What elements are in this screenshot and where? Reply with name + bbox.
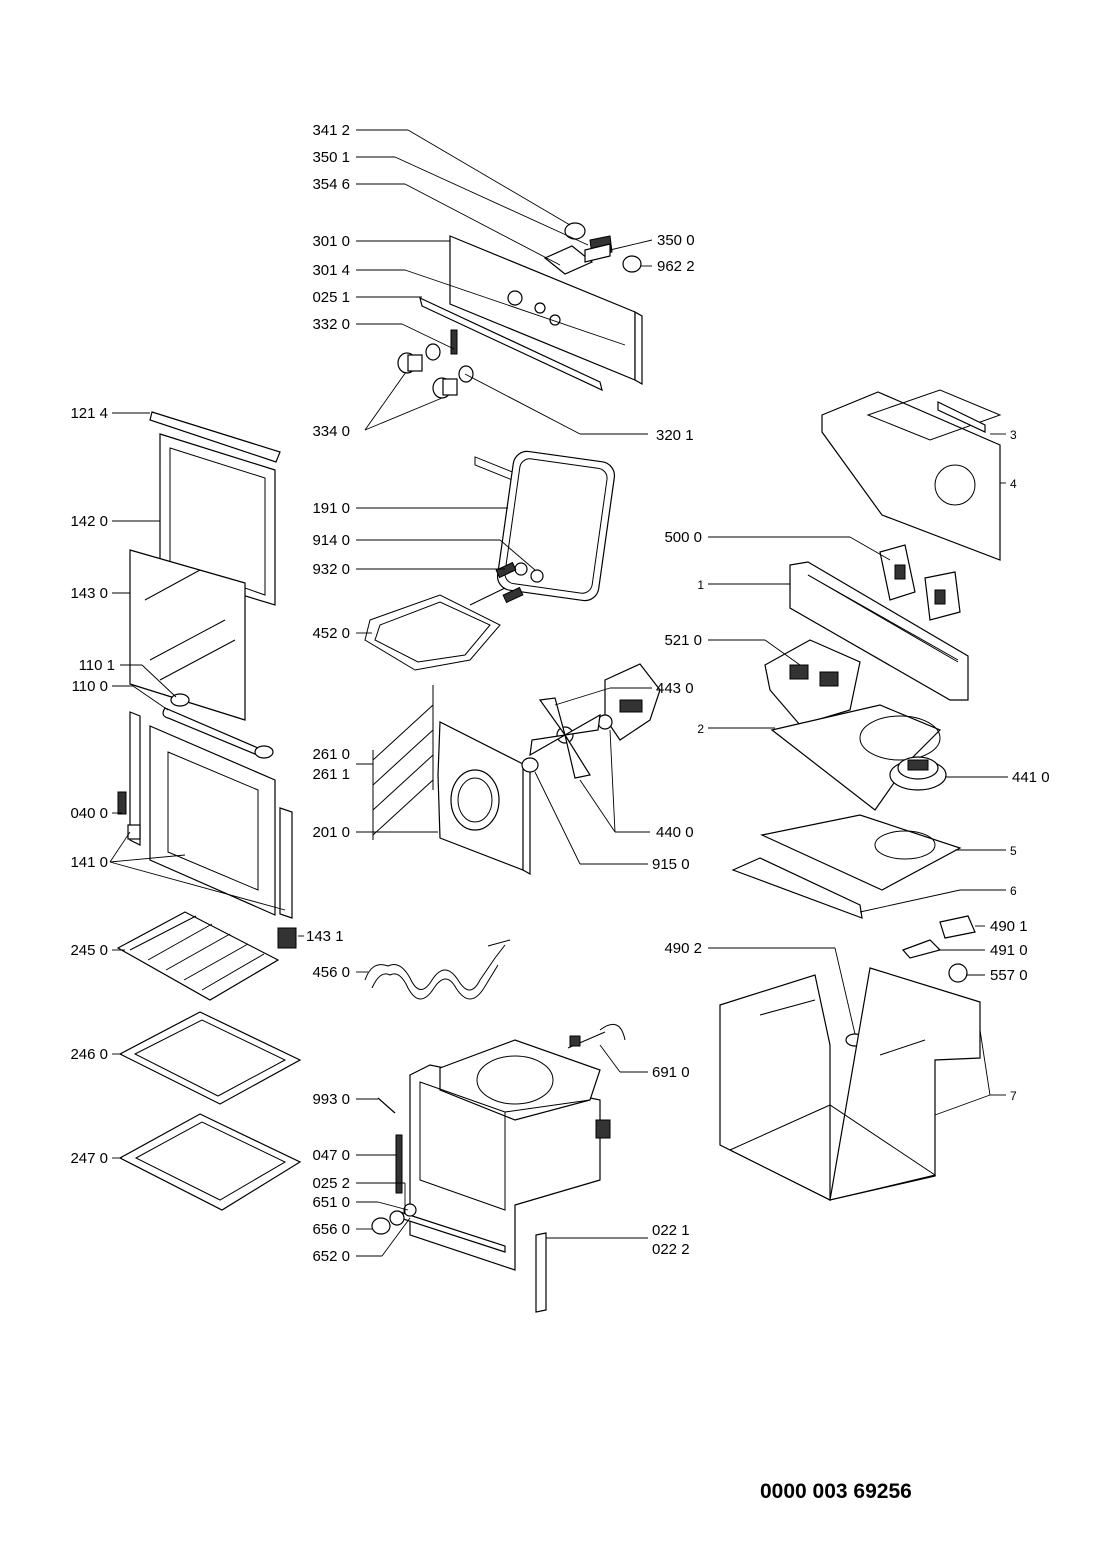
front-frame [789, 561, 969, 701]
callout-2: 2 [697, 722, 704, 736]
callout-labels: 341 2 350 1 354 6 301 0 301 4 025 1 332 … [70, 122, 1049, 1265]
rear-fan-cover [437, 721, 531, 876]
callout-6: 6 [1010, 884, 1017, 898]
outer-casing [719, 967, 981, 1201]
fan-motor [597, 663, 661, 741]
probe-sensor [567, 1023, 626, 1049]
callout-354-6: 354 6 [312, 176, 350, 193]
callout-341-2: 341 2 [312, 122, 350, 139]
part-drawings [116, 222, 1002, 1313]
callout-047-0: 047 0 [312, 1147, 350, 1164]
callout-143-1: 143 1 [306, 928, 344, 945]
callout-143-0: 143 0 [70, 585, 108, 602]
callout-652-0: 652 0 [312, 1248, 350, 1265]
callout-022-1: 022 1 [652, 1222, 690, 1239]
callout-110-1: 110 1 [79, 657, 115, 674]
top-plate [760, 814, 962, 891]
callout-201-0: 201 0 [312, 824, 350, 841]
callout-246-0: 246 0 [70, 1046, 108, 1063]
baking-tray-deep [118, 1113, 302, 1211]
callout-491-0: 491 0 [990, 942, 1028, 959]
callout-452-0: 452 0 [312, 625, 350, 642]
callout-141-0: 141 0 [70, 854, 108, 871]
door-top-trim [149, 411, 281, 463]
document-number: 0000 003 69256 [760, 1480, 912, 1503]
callout-5: 5 [1010, 844, 1017, 858]
leader-lines [109, 129, 1008, 1257]
callout-247-0: 247 0 [70, 1150, 108, 1167]
display-parts [543, 222, 642, 275]
callout-691-0: 691 0 [652, 1064, 690, 1081]
lamp-assembly [495, 561, 544, 604]
callout-142-0: 142 0 [70, 513, 108, 530]
callout-651-0: 651 0 [312, 1194, 350, 1211]
wire-shelf [116, 911, 280, 1001]
callout-1: 1 [697, 578, 704, 592]
callout-521-0: 521 0 [664, 632, 702, 649]
callout-320-1: 320 1 [656, 427, 694, 444]
baking-tray-shallow [118, 1011, 302, 1105]
callout-4: 4 [1010, 477, 1017, 491]
callout-456-0: 456 0 [312, 964, 350, 981]
callout-932-0: 932 0 [312, 561, 350, 578]
callout-443-0: 443 0 [656, 680, 694, 697]
callout-500-0: 500 0 [664, 529, 702, 546]
outer-door [117, 711, 297, 949]
callout-7: 7 [1010, 1089, 1017, 1103]
callout-334-0: 334 0 [312, 423, 350, 440]
callout-040-0: 040 0 [70, 805, 108, 822]
callout-962-2: 962 2 [657, 258, 695, 275]
control-panel-trim [419, 296, 603, 392]
door-handle [162, 693, 274, 759]
callout-261-0: 261 0 [312, 746, 350, 763]
callout-261-1: 261 1 [312, 766, 350, 783]
callout-025-2: 025 2 [312, 1175, 350, 1192]
callout-301-0: 301 0 [312, 233, 350, 250]
callout-022-2: 022 2 [652, 1241, 690, 1258]
door-seal [496, 450, 616, 602]
knobs-upper [397, 329, 474, 399]
upper-heating-element [364, 587, 506, 671]
callout-993-0: 993 0 [312, 1091, 350, 1108]
callout-121-4: 121 4 [70, 405, 108, 422]
lower-heating-element [364, 939, 511, 1000]
callout-350-1: 350 1 [312, 149, 350, 166]
callout-915-0: 915 0 [652, 856, 690, 873]
oven-cavity [409, 1039, 611, 1271]
callout-110-0: 110 0 [72, 678, 108, 695]
insulation-panel [770, 704, 942, 811]
control-electronics [879, 544, 961, 621]
door-middle-glass [129, 549, 246, 721]
lower-deflector [731, 857, 863, 919]
callout-301-4: 301 4 [312, 262, 350, 279]
callout-245-0: 245 0 [70, 942, 108, 959]
fan-blade [521, 697, 601, 779]
callout-191-0: 191 0 [312, 500, 350, 517]
top-cover-panel [821, 389, 1002, 561]
callout-3: 3 [1010, 428, 1017, 442]
side-racks [372, 685, 434, 840]
callout-440-0: 440 0 [656, 824, 694, 841]
cooling-fan [889, 756, 947, 791]
power-board [764, 639, 861, 726]
callout-350-0: 350 0 [657, 232, 695, 249]
callout-490-1: 490 1 [990, 918, 1028, 935]
callout-332-0: 332 0 [312, 316, 350, 333]
callout-656-0: 656 0 [312, 1221, 350, 1238]
callout-441-0: 441 0 [1012, 769, 1050, 786]
callout-025-1: 025 1 [312, 289, 350, 306]
callout-557-0: 557 0 [990, 967, 1028, 984]
callout-914-0: 914 0 [312, 532, 350, 549]
small-hardware [371, 1097, 547, 1313]
door-inner-glass [159, 433, 276, 606]
callout-490-2: 490 2 [664, 940, 702, 957]
